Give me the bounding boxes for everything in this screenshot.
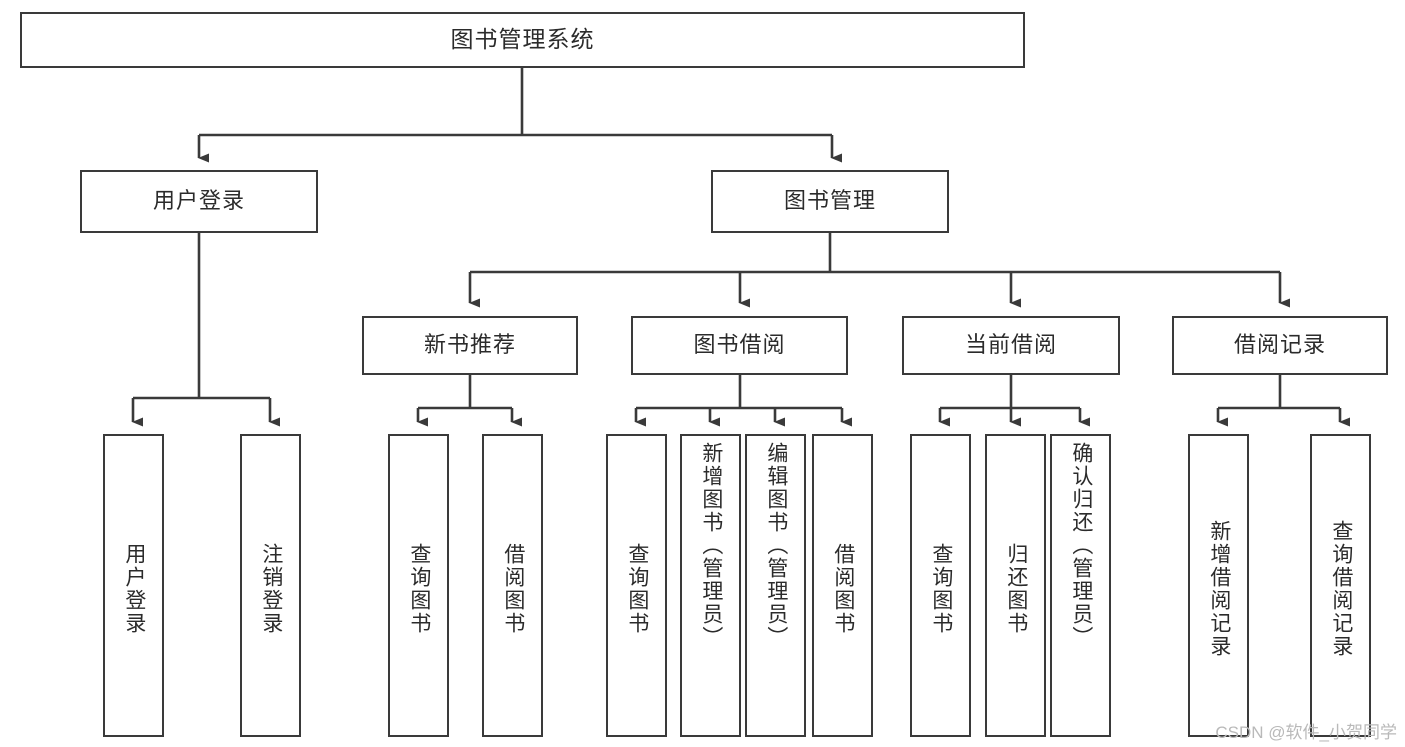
node-label: 查询图书 [407, 542, 431, 635]
node-leaf-add-borrow-record[interactable]: 新增借阅记录 [1188, 434, 1249, 737]
node-leaf-edit-book-admin[interactable]: 编辑图书（管理员） [745, 434, 806, 737]
node-root-system[interactable]: 图书管理系统 [20, 12, 1025, 68]
node-leaf-query-book-current[interactable]: 查询图书 [910, 434, 971, 737]
node-label: 图书管理系统 [450, 26, 595, 53]
node-leaf-query-borrow-record[interactable]: 查询借阅记录 [1310, 434, 1371, 737]
node-label: 新书推荐 [423, 332, 516, 358]
node-label: 确认归还（管理员） [1069, 442, 1093, 649]
node-label: 借阅图书 [831, 542, 855, 635]
watermark: CSDN @软件_小贺同学 [1215, 723, 1397, 742]
node-leaf-borrow-book-new[interactable]: 借阅图书 [482, 434, 543, 737]
node-leaf-logout[interactable]: 注销登录 [240, 434, 301, 737]
node-label: 用户登录 [122, 542, 146, 635]
node-leaf-query-book-borrow[interactable]: 查询图书 [606, 434, 667, 737]
node-leaf-add-book-admin[interactable]: 新增图书（管理员） [680, 434, 741, 737]
node-label: 编辑图书（管理员） [764, 442, 788, 649]
node-leaf-borrow-book[interactable]: 借阅图书 [812, 434, 873, 737]
node-label: 新增图书（管理员） [699, 442, 723, 649]
node-label: 新增借阅记录 [1207, 519, 1231, 658]
node-book-management[interactable]: 图书管理 [711, 170, 949, 233]
node-label: 查询图书 [625, 542, 649, 635]
node-leaf-return-book[interactable]: 归还图书 [985, 434, 1046, 737]
node-label: 借阅图书 [501, 542, 525, 635]
node-leaf-query-book-new[interactable]: 查询图书 [388, 434, 449, 737]
node-new-book-recommend[interactable]: 新书推荐 [362, 316, 578, 375]
node-book-borrow[interactable]: 图书借阅 [631, 316, 848, 375]
node-label: 归还图书 [1004, 542, 1028, 635]
node-current-borrow[interactable]: 当前借阅 [902, 316, 1120, 375]
node-label: 图书管理 [783, 188, 876, 214]
node-label: 当前借阅 [964, 332, 1057, 358]
node-label: 注销登录 [259, 542, 283, 635]
node-label: 查询借阅记录 [1329, 519, 1353, 658]
node-label: 图书借阅 [693, 332, 786, 358]
node-leaf-confirm-return-admin[interactable]: 确认归还（管理员） [1050, 434, 1111, 737]
node-leaf-user-login[interactable]: 用户登录 [103, 434, 164, 737]
node-user-login[interactable]: 用户登录 [80, 170, 318, 233]
node-borrow-record[interactable]: 借阅记录 [1172, 316, 1388, 375]
node-label: 用户登录 [152, 188, 245, 214]
node-label: 借阅记录 [1233, 332, 1326, 358]
node-label: 查询图书 [929, 542, 953, 635]
